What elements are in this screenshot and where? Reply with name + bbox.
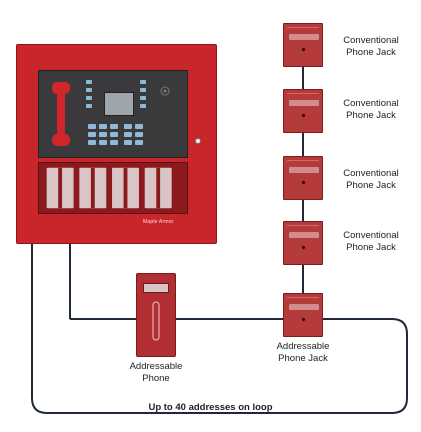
zone-indicator-strip <box>38 162 188 214</box>
jack-socket-icon <box>302 181 305 184</box>
jack-socket-icon <box>302 114 305 117</box>
speaker-icon <box>160 86 170 96</box>
panel-brand-logo: Maple Armor <box>143 219 174 225</box>
addressable-phone-display <box>143 283 169 293</box>
jack-socket-icon <box>302 246 305 249</box>
conventional-phone-jack-4 <box>283 221 323 265</box>
panel-door-lock-icon <box>195 138 201 144</box>
jack-socket-icon <box>302 318 305 321</box>
addressable-phone <box>136 273 176 357</box>
conventional-phone-jack-2 <box>283 89 323 133</box>
addressable-phone-jack <box>283 293 323 337</box>
jack-socket-icon <box>302 48 305 51</box>
address-loop-wire <box>31 244 408 414</box>
loop-caption: Up to 40 addresses on loop <box>148 402 273 413</box>
panel-keypad <box>86 80 146 145</box>
phone-handset-icon <box>152 301 160 341</box>
panel-lcd-screen <box>104 92 134 116</box>
firefighter-handset-icon <box>52 82 70 146</box>
conventional-phone-jack-3 <box>283 156 323 200</box>
conventional-phone-jack-1 <box>283 23 323 67</box>
